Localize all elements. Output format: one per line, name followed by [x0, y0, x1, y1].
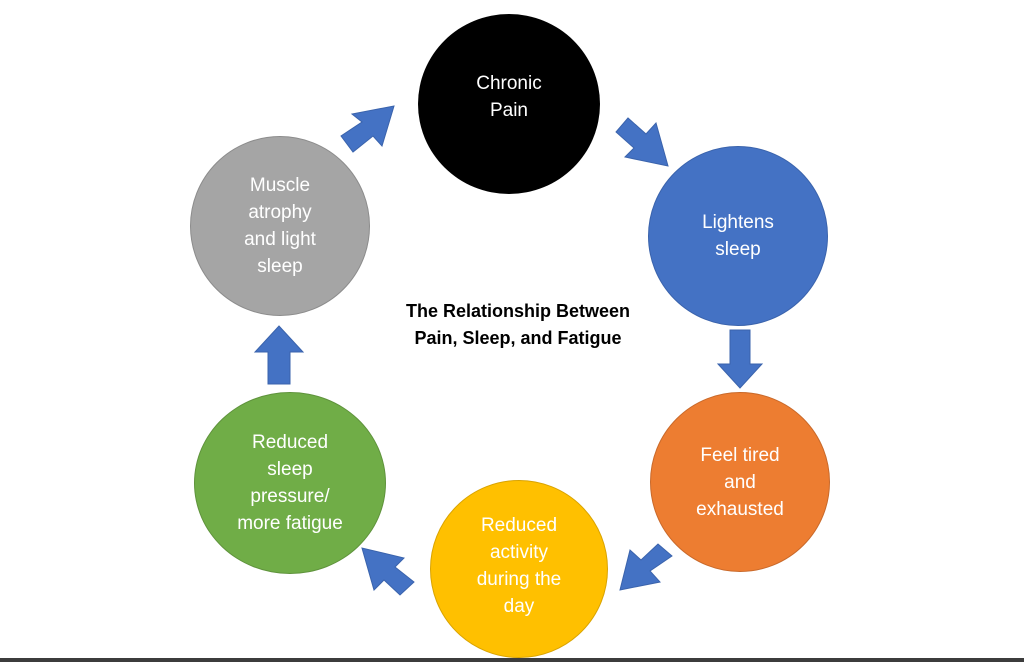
arrow-lightens-sleep-to-feel-tired: [716, 329, 764, 389]
arrow-pain-to-lightens-sleep: [615, 117, 669, 167]
node-reduced-sleep-pressure: Reduced sleep pressure/ more fatigue: [194, 392, 386, 574]
arrow-feel-tired-to-reduced-activity: [619, 543, 673, 591]
node-label: Chronic Pain: [476, 73, 542, 121]
node-label: Reduced sleep pressure/ more fatigue: [237, 432, 343, 534]
node-label: Lightens sleep: [702, 212, 774, 260]
node-muscle-atrophy: Muscle atrophy and light sleep: [190, 136, 370, 316]
node-reduced-activity: Reduced activity during the day: [430, 480, 608, 658]
arrow-muscle-atrophy-to-pain: [340, 105, 395, 153]
node-lightens-sleep: Lightens sleep: [648, 146, 828, 326]
node-label: Feel tired and exhausted: [696, 444, 784, 520]
node-chronic-pain: Chronic Pain: [418, 14, 600, 194]
arrow-reduced-sleep-pressure-to-muscle-atrophy: [253, 325, 305, 385]
node-label: Muscle atrophy and light sleep: [244, 175, 316, 277]
diagram-title: The Relationship Between Pain, Sleep, an…: [405, 301, 631, 348]
bottom-divider: [0, 658, 1024, 662]
node-feel-tired: Feel tired and exhausted: [650, 392, 830, 572]
node-label: Reduced activity during the day: [476, 515, 562, 617]
arrow-reduced-activity-to-reduced-sleep-pressure: [361, 547, 415, 596]
